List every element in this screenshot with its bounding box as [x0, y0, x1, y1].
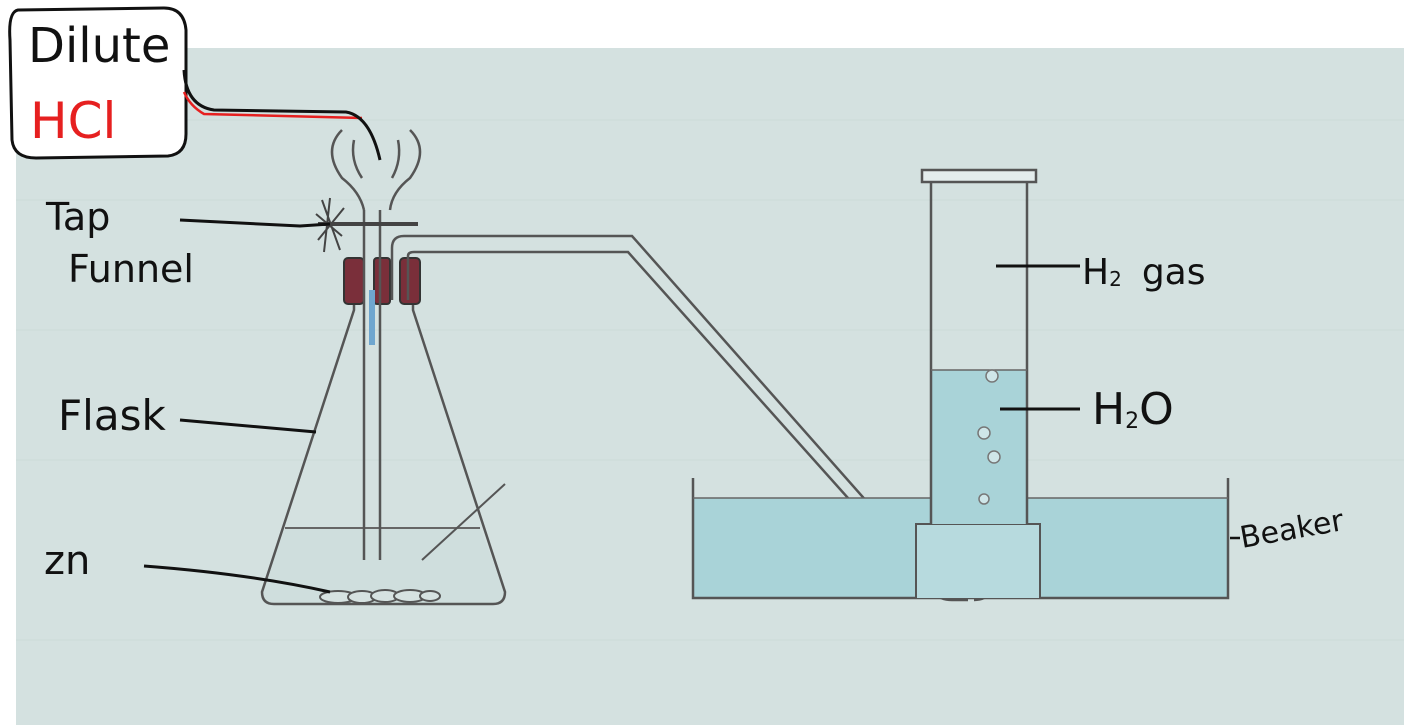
flask-label-group: Flask — [58, 391, 317, 440]
flask-pointer — [179, 418, 317, 434]
h2o-label: H2O — [1092, 384, 1174, 435]
zn-pointer — [143, 564, 331, 594]
rubber-stopper — [343, 257, 421, 305]
hcl-red-lead — [182, 91, 363, 120]
funnel-label: Funnel — [68, 247, 194, 291]
hcl-pointer-line — [182, 69, 382, 161]
hcl-label: HCl — [30, 92, 116, 150]
flask-label: Flask — [58, 391, 166, 440]
beaker — [691, 478, 1230, 600]
gas-bubbles — [977, 369, 1001, 505]
screen-texture — [16, 119, 1404, 641]
dilute-hcl-callout: Dilute HCl — [8, 6, 382, 161]
flask-acid-liquid — [262, 528, 505, 604]
zn-label-group: zn — [44, 538, 331, 594]
tap-funnel — [330, 129, 422, 560]
tap-pointer-line — [179, 218, 331, 228]
zn-label: zn — [44, 538, 90, 584]
dilute-label: Dilute — [28, 18, 170, 74]
flask-pointer-line — [421, 483, 506, 561]
h2o-label-group: H2O — [1000, 384, 1174, 435]
flask-outline — [260, 300, 507, 606]
conical-flask — [260, 300, 507, 606]
tap-funnel-label: Tap Funnel — [45, 195, 331, 291]
gas-jar — [920, 168, 1038, 524]
photo-background — [16, 48, 1404, 725]
tap-label: Tap — [45, 195, 110, 239]
zinc-granules — [319, 589, 441, 604]
